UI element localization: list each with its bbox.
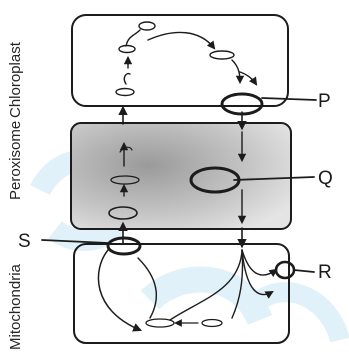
label-mitochondria: Mitochondria [7,263,24,350]
marker-q: Q [318,168,333,189]
marker-p: P [318,91,331,112]
mitochondria-box [73,243,290,344]
peroxisome-pathway [108,131,247,225]
pointer-r [293,269,315,273]
enzyme-r-ellipse [274,260,296,280]
enzyme-p-ellipse [220,92,264,116]
pointer-q [233,176,315,181]
label-peroxisome: Peroxisome [7,121,24,200]
label-chloroplast: Chloroplast [7,41,24,118]
pointer-s [41,239,109,244]
marker-s: S [18,231,31,252]
mitochondria-cycle [97,249,278,332]
pointer-p [261,97,317,101]
peroxisome-box [70,122,292,230]
chloroplast-box [71,14,289,107]
chloroplast-cycle [115,21,258,97]
marker-r: R [318,262,332,283]
enzyme-s-ellipse [106,236,142,256]
